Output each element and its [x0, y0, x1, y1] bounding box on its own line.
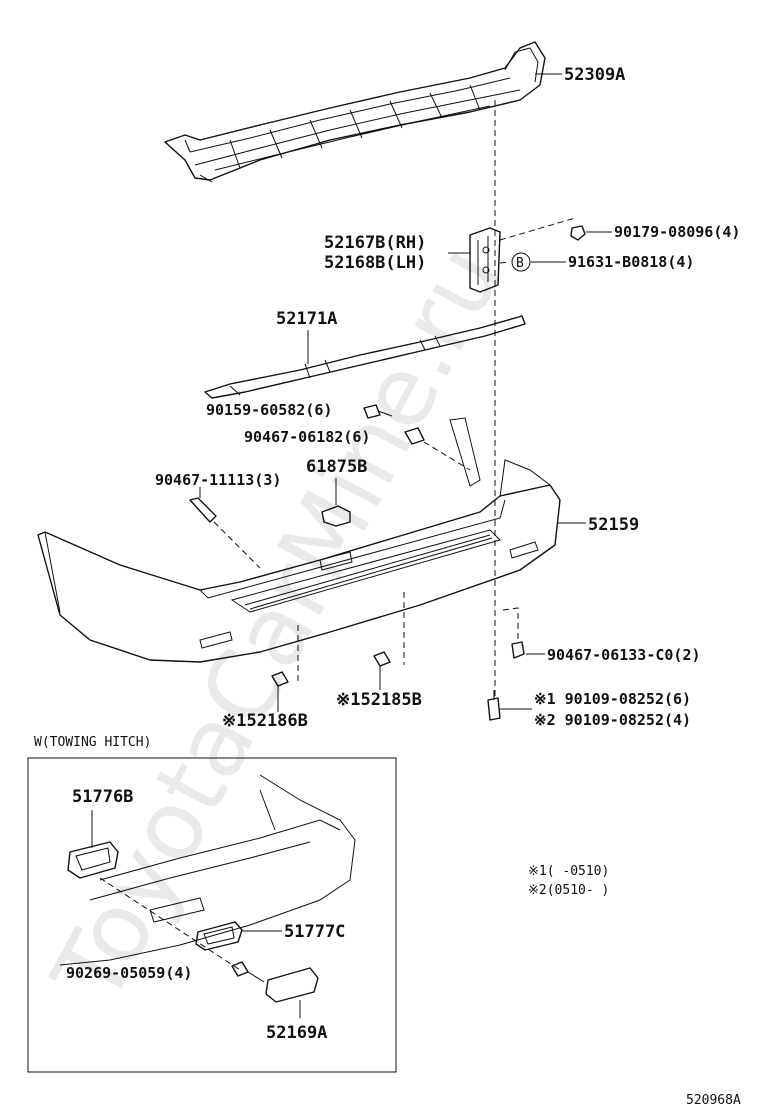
dash-90179	[499, 217, 576, 241]
label-90109-1: ※1 90109-08252(6)	[534, 690, 691, 708]
callout-b: B	[516, 256, 524, 271]
label-90269: 90269-05059(4)	[66, 964, 192, 982]
label-52185B: ※152185B	[336, 690, 422, 710]
label-90467-11113: 90467-11113(3)	[155, 471, 281, 489]
part-52169A-cover	[265, 967, 319, 1003]
part-51776B-ring	[67, 841, 119, 879]
dash-90467-06182	[423, 441, 471, 471]
label-52186B: ※152186B	[222, 711, 308, 731]
label-51776B: 51776B	[72, 787, 133, 807]
part-52171A-rail	[204, 315, 526, 399]
label-91631: 91631-B0818(4)	[568, 253, 694, 271]
label-90467-06133: 90467-06133-C0(2)	[547, 646, 701, 664]
label-52168B: 52168B(LH)	[324, 253, 426, 273]
inset-bumper-sketch	[59, 774, 356, 966]
dash-91631	[499, 261, 511, 264]
inset-title: W(TOWING HITCH)	[34, 735, 151, 750]
dash-90467-06133	[502, 607, 519, 640]
figure-id: 520968A	[686, 1093, 741, 1108]
part-90179-clip	[570, 225, 586, 241]
part-52159-bumper	[37, 417, 561, 663]
label-52169A: 52169A	[266, 1023, 327, 1043]
label-52171A: 52171A	[276, 309, 337, 329]
label-52159: 52159	[588, 515, 639, 535]
part-52186B	[271, 671, 289, 687]
label-61875B: 61875B	[306, 457, 367, 477]
label-90467-06182: 90467-06182(6)	[244, 428, 370, 446]
label-51777C: 51777C	[284, 922, 345, 942]
part-90109-bolt	[487, 690, 501, 721]
watermark: ToyotaCarMine.ru	[31, 228, 524, 1022]
part-90467-11113-clip	[189, 497, 217, 523]
label-52167B: 52167B(RH)	[324, 233, 426, 253]
dash-51776B	[99, 877, 241, 971]
label-90159: 90159-60582(6)	[206, 401, 332, 419]
note-1: ※1( -0510)	[528, 864, 609, 879]
dash-90467-11113	[213, 521, 261, 569]
label-90179: 90179-08096(4)	[614, 223, 740, 241]
inset-frame	[27, 757, 397, 1073]
label-52309A: 52309A	[564, 65, 625, 85]
part-61875B-cap	[321, 505, 351, 527]
part-52309A-cover	[164, 41, 546, 183]
note-2: ※2(0510- )	[528, 883, 609, 898]
part-90467-06133-clip	[511, 641, 525, 659]
label-90109-2: ※2 90109-08252(4)	[534, 711, 691, 729]
part-90467-06182-nut	[404, 427, 425, 445]
part-52167B-bracket	[469, 227, 501, 293]
part-51777C-ring	[195, 921, 243, 951]
callout-b-circle	[511, 252, 531, 272]
part-52185B	[373, 651, 391, 667]
part-90269-screw	[231, 961, 265, 983]
part-90159-bolt	[363, 404, 393, 419]
